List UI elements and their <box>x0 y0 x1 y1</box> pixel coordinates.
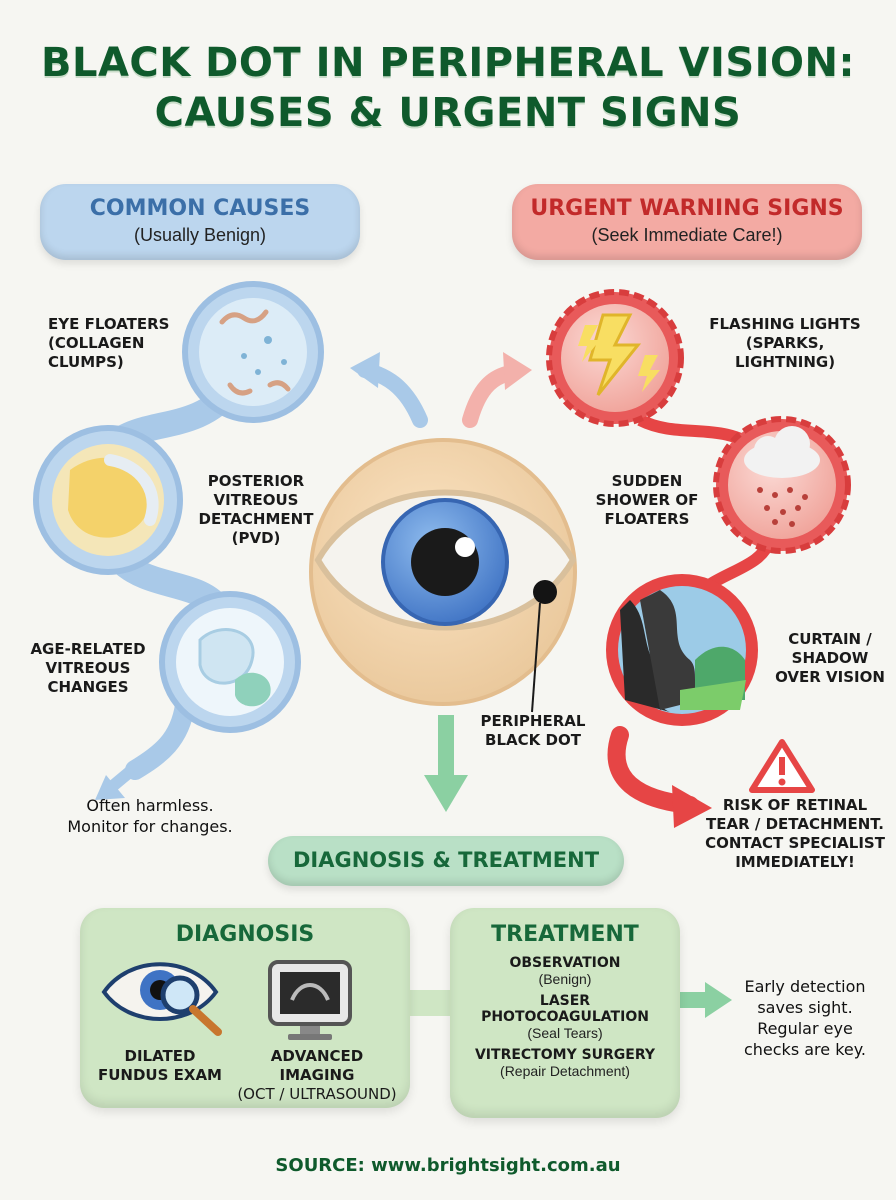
flashing-lights-label: FLASHING LIGHTS(SPARKS,LIGHTNING) <box>709 315 861 371</box>
diagnosis-treatment-header: DIAGNOSIS & TREATMENT <box>268 836 624 886</box>
urgent-signs-subheading: (Seek Immediate Care!) <box>591 225 783 245</box>
treatment-panel: TREATMENT OBSERVATION (Benign) LASER PHO… <box>450 908 680 1118</box>
warning-icon <box>749 739 815 793</box>
urgent-signs-heading: URGENT WARNING SIGNS <box>530 196 844 221</box>
source-link[interactable]: SOURCE: www.brightsight.com.au <box>275 1155 621 1176</box>
title-line-2: CAUSES & URGENT SIGNS <box>154 90 742 136</box>
diagnosis-treatment-heading: DIAGNOSIS & TREATMENT <box>292 848 600 872</box>
treatment-item-observation: OBSERVATION (Benign) <box>509 955 621 987</box>
benign-note: Often harmless.Monitor for changes. <box>67 796 233 836</box>
cloud-shower-icon <box>713 416 851 554</box>
urgent-signs-header: URGENT WARNING SIGNS (Seek Immediate Car… <box>512 184 862 260</box>
treatment-heading: TREATMENT <box>491 922 639 947</box>
common-causes-header: COMMON CAUSES (Usually Benign) <box>40 184 360 260</box>
eye-magnifier-icon <box>101 962 222 1036</box>
diagnosis-heading: DIAGNOSIS <box>175 922 315 947</box>
common-causes-subheading: (Usually Benign) <box>133 225 267 245</box>
page-title: BLACK DOT IN PERIPHERAL VISION: CAUSES &… <box>0 38 896 138</box>
monitor-scan-icon <box>268 960 352 1040</box>
lightning-icon <box>546 289 684 427</box>
title-line-1: BLACK DOT IN PERIPHERAL VISION: <box>40 40 856 86</box>
vitreous-changes-icon <box>159 591 301 733</box>
vitreous-detachment-icon <box>33 425 183 575</box>
treatment-item-laser: LASER PHOTOCOAGULATION (Seal Tears) <box>481 993 649 1041</box>
treatment-item-vitrectomy: VITRECTOMY SURGERY (Repair Detachment) <box>474 1047 656 1079</box>
eye-icon <box>309 438 577 713</box>
common-causes-heading: COMMON CAUSES <box>89 196 311 221</box>
floaters-icon <box>182 281 324 423</box>
curtain-shadow-icon <box>606 574 758 726</box>
